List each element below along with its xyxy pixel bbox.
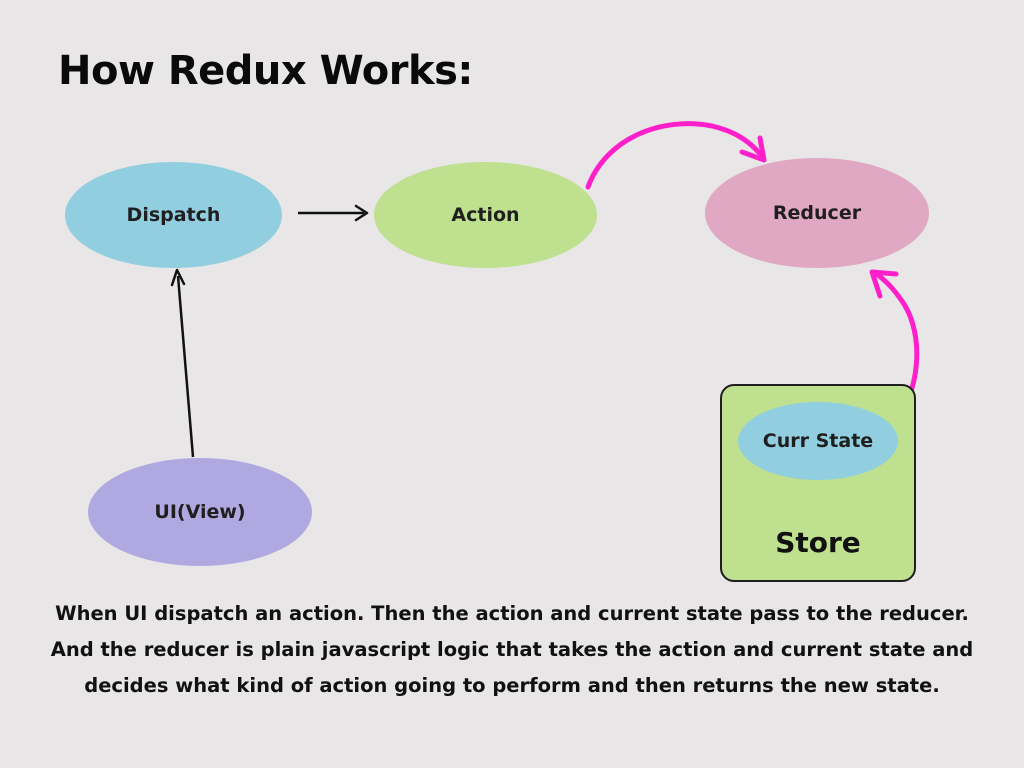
arrow-ui-to-dispatch — [170, 268, 195, 458]
ui-view-label: UI(View) — [154, 501, 246, 523]
dispatch-node: Dispatch — [65, 162, 282, 268]
curr-state-label: Curr State — [762, 430, 874, 452]
action-label: Action — [451, 204, 520, 226]
reducer-label: Reducer — [772, 202, 862, 224]
curr-state-node: Curr State — [738, 402, 898, 480]
store-label: Store — [775, 526, 861, 559]
reducer-node: Reducer — [705, 158, 929, 268]
description-text: When UI dispatch an action. Then the act… — [50, 602, 974, 697]
arrow-action-to-reducer — [585, 121, 767, 190]
dispatch-label: Dispatch — [126, 204, 221, 226]
page-title: How Redux Works: — [58, 48, 473, 94]
arrow-dispatch-to-action — [298, 204, 369, 222]
action-node: Action — [374, 162, 597, 268]
ui-view-node: UI(View) — [88, 458, 312, 566]
